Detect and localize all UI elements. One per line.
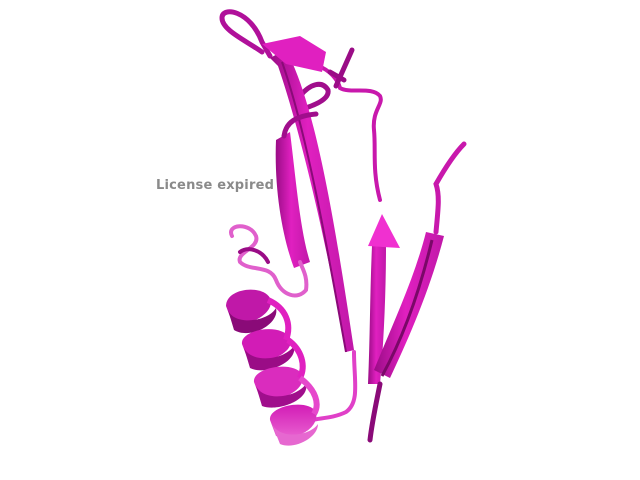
strand-central-edge [281, 61, 347, 353]
loop-far-right-top [433, 141, 467, 235]
ribbon-segment [286, 337, 306, 380]
strand-central-arrowhead [262, 36, 326, 72]
loop-helix-top [229, 224, 309, 298]
loop-bottom [310, 350, 358, 422]
alpha-helix [226, 289, 320, 446]
license-watermark: License expired [156, 178, 275, 193]
strand-right-mid [368, 246, 386, 384]
ribbon-segment [266, 297, 292, 342]
strand-left [275, 132, 310, 268]
loop-cross [327, 47, 355, 89]
ribbon-segment [253, 366, 303, 400]
ribbon-segment [298, 375, 320, 416]
loop-left-top [281, 111, 319, 139]
loop-bottom-right [367, 381, 383, 443]
ribbon-segment [269, 404, 317, 438]
ribbon-segment [228, 308, 277, 334]
ribbon-segment [256, 384, 307, 408]
strand-right-mid-arrowhead [368, 214, 400, 248]
loop-top [219, 9, 273, 59]
ribbon-segment [226, 289, 271, 324]
strand-far-right [374, 232, 444, 378]
strand-far-right-inner [380, 239, 434, 377]
ribbon-segment [241, 329, 291, 362]
loop-small [297, 81, 331, 113]
ribbon-segment [272, 424, 318, 446]
ribbon-segment [244, 346, 295, 371]
loop-helix-top-dark [238, 247, 270, 264]
